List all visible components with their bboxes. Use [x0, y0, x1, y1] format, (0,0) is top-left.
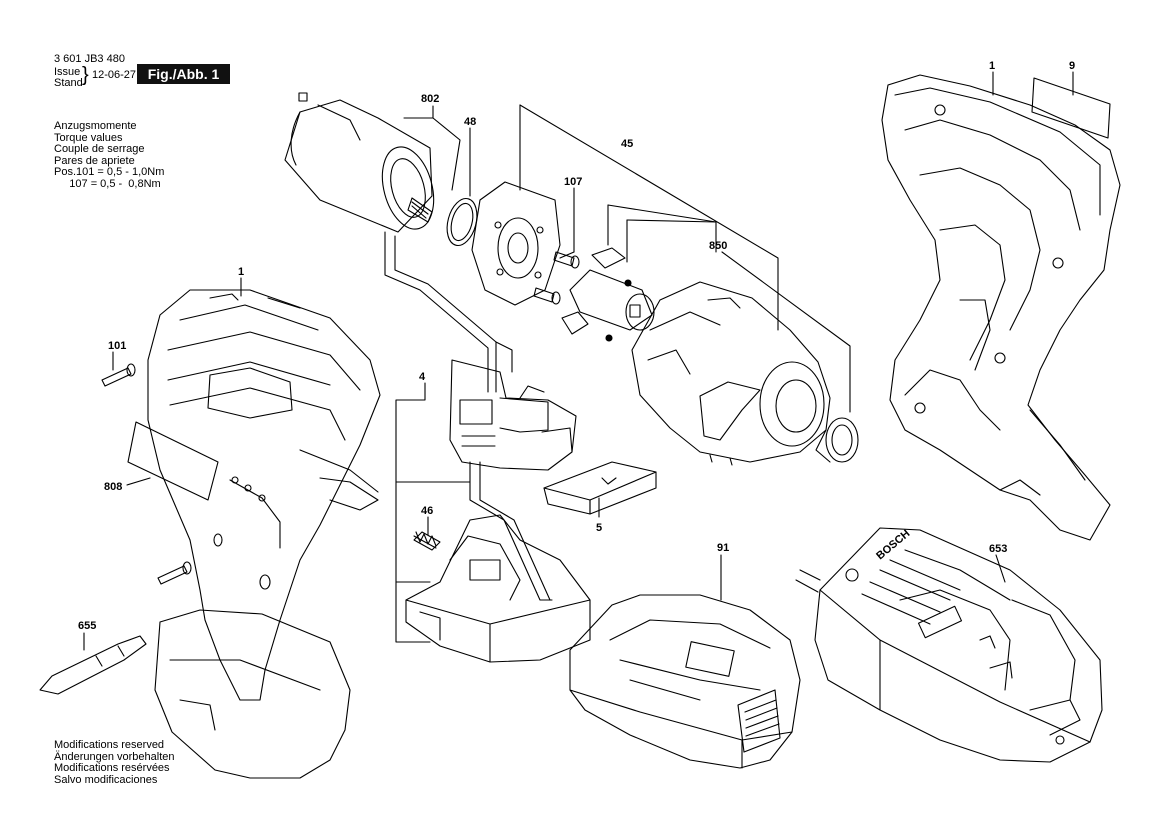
leader-lines: [84, 72, 1073, 650]
part-label-1-right-housing: 1: [989, 60, 996, 72]
part-label-4: 4: [419, 371, 426, 383]
modifications-note: Modifications reserved Änderungen vorbeh…: [54, 739, 175, 786]
part-label-101: 101: [108, 340, 127, 352]
threaded-nut: [816, 418, 858, 462]
switch-4: [450, 360, 576, 600]
torque-line: Pares de apriete: [54, 154, 135, 167]
footer-line: Modifications reserved: [54, 739, 165, 751]
charger-brand-text: BOSCH: [874, 528, 912, 563]
torque-line: 107 = 0,5 - 0,8Nm: [54, 177, 161, 190]
label-808: [128, 422, 218, 500]
anvil-assembly: [562, 248, 654, 341]
slider-5: [544, 462, 656, 514]
footer-line: Salvo modificaciones: [54, 773, 158, 786]
stand-label: Stand: [54, 77, 83, 89]
part-label-48: 48: [464, 116, 477, 128]
torque-line: Couple de serrage: [54, 143, 145, 155]
part-label-107: 107: [564, 176, 583, 188]
part-label-46: 46: [421, 505, 434, 517]
brace-glyph: }: [82, 64, 89, 86]
part-label-808: 808: [104, 481, 123, 493]
part-label-850: 850: [709, 240, 728, 252]
torque-values: Anzugsmomente Torque values Couple de se…: [54, 120, 165, 190]
gearbox-housing-850: [632, 282, 830, 465]
left-housing-1: [148, 290, 380, 778]
figure-label: Fig./Abb. 1: [137, 64, 230, 84]
bit-655: [40, 636, 146, 694]
switch-base: [406, 515, 590, 662]
part-label-9: 9: [1069, 60, 1076, 72]
screws-107: [534, 252, 579, 304]
document-number: 3 601 JB3 480: [54, 53, 125, 65]
part-label-653: 653: [989, 543, 1008, 555]
bearing-plate-45: [472, 182, 560, 305]
torque-line: Pos.101 = 0,5 - 1,0Nm: [54, 166, 165, 178]
right-housing-1: [882, 75, 1120, 540]
issue-label: Issue: [54, 66, 81, 78]
o-ring-48: [442, 195, 481, 249]
part-label-5: 5: [596, 522, 603, 534]
part-label-802: 802: [421, 93, 440, 105]
part-label-1-housing: 1: [238, 266, 245, 278]
battery-91: [570, 595, 800, 768]
issue-date: 12-06-27: [92, 69, 137, 81]
part-label-91: 91: [717, 542, 730, 554]
motor-802: [285, 93, 512, 392]
label-9: [1032, 78, 1110, 138]
footer-line: Modifications resérvées: [54, 762, 170, 774]
part-label-655: 655: [78, 620, 97, 632]
screws-101: [102, 364, 191, 584]
part-label-45: 45: [621, 138, 634, 150]
footer-line: Änderungen vorbehalten: [54, 750, 175, 763]
torque-line: Anzugsmomente: [54, 120, 137, 132]
charger-653: [796, 528, 1102, 762]
torque-line: Torque values: [54, 131, 123, 144]
spring-46: [414, 532, 440, 550]
